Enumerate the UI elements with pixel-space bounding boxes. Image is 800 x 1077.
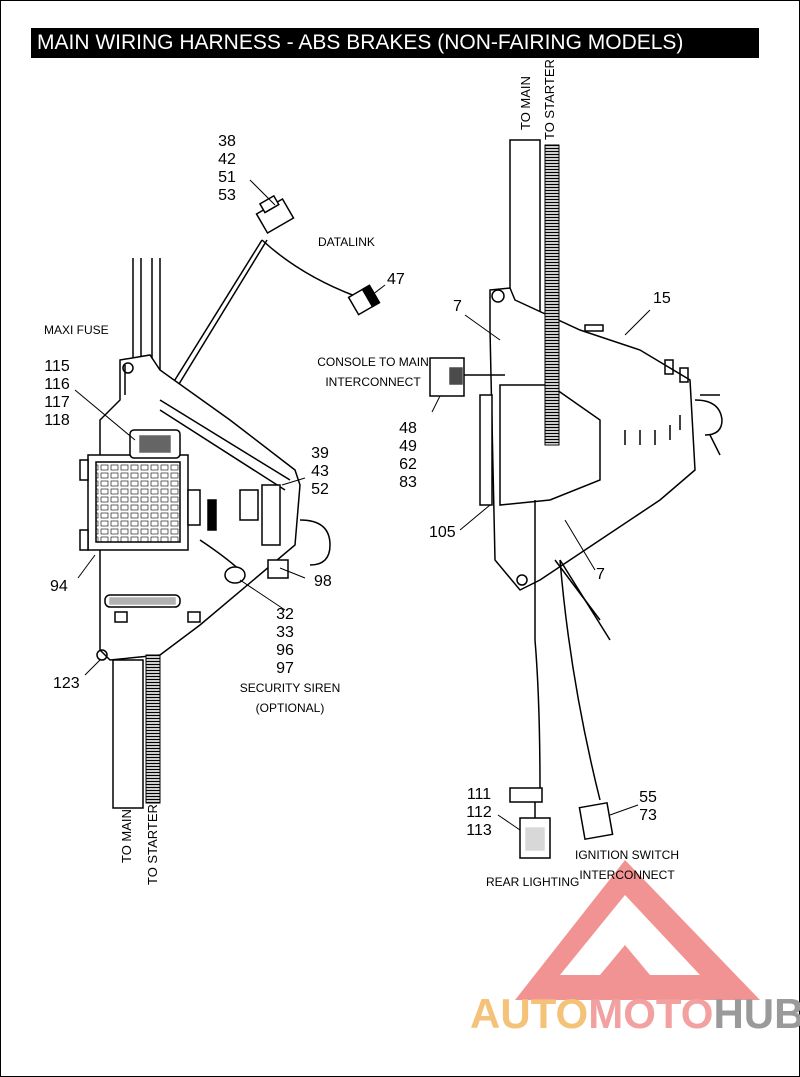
page-title: MAIN WIRING HARNESS - ABS BRAKES (NON-FA…	[31, 28, 759, 58]
datalink-label: DATALINK	[318, 235, 375, 249]
right-harness-assembly	[429, 139, 723, 859]
callout-111-112-113: 111 112 113	[466, 786, 492, 839]
callout-123: 123	[53, 675, 80, 692]
callout-48-49-62-83: 48 49 62 83	[399, 420, 417, 491]
console-interconnect-label: CONSOLE TO MAIN INTERCONNECT	[317, 355, 429, 389]
logo-hub: HUB	[713, 990, 800, 1037]
logo-auto: AUTO	[470, 990, 589, 1037]
callout-55-73: 55 73	[639, 789, 657, 824]
callout-15: 15	[653, 290, 671, 307]
callout-7-top: 7	[453, 298, 462, 315]
right-to-main-label: TO MAIN	[518, 76, 533, 130]
automotohub-logo: AUTOMOTOHUB	[470, 990, 800, 1038]
left-starter-conduit	[145, 654, 161, 804]
callout-39-43-52: 39 43 52	[311, 445, 329, 498]
right-starter-conduit	[544, 144, 560, 446]
left-harness-assembly	[79, 194, 381, 809]
ignition-switch-label: IGNITION SWITCH INTERCONNECT	[575, 848, 679, 882]
callout-94: 94	[50, 578, 68, 595]
security-siren-label: SECURITY SIREN (OPTIONAL)	[239, 681, 341, 715]
left-leader-lines	[74, 179, 386, 676]
callout-7-bottom: 7	[596, 566, 605, 583]
left-to-main-label: TO MAIN	[119, 809, 134, 863]
right-leader-lines	[431, 309, 651, 831]
callout-115-116-117-118: 115 116 117 118	[44, 358, 70, 429]
callout-38-42-51-53: 38 42 51 53	[218, 133, 236, 204]
logo-moto: MOTO	[588, 990, 714, 1037]
right-to-starter-label: TO STARTER	[542, 59, 557, 140]
callout-98: 98	[314, 573, 332, 590]
logo-triangle	[515, 860, 760, 1000]
left-to-starter-label: TO STARTER	[145, 804, 160, 885]
callout-105: 105	[429, 524, 456, 541]
callout-47: 47	[387, 271, 405, 288]
callout-32-33-96-97: 32 33 96 97	[276, 606, 294, 677]
maxi-fuse-label: MAXI FUSE	[44, 323, 109, 337]
rear-lighting-label: REAR LIGHTING	[486, 875, 580, 889]
